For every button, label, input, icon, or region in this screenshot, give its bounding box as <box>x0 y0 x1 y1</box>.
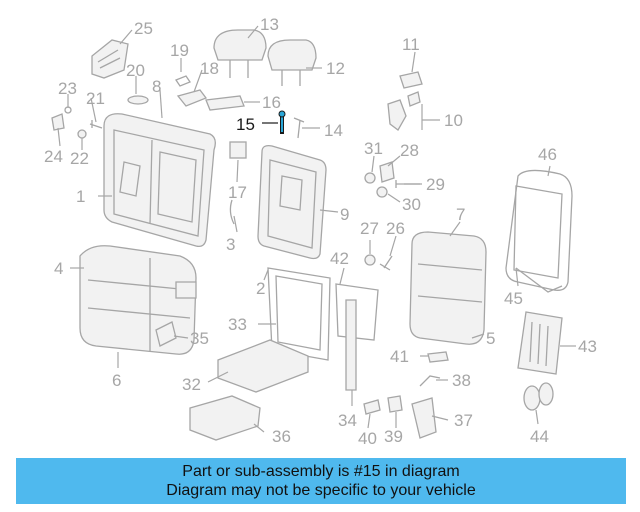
label-part-44[interactable]: 44 <box>530 427 549 446</box>
part-3-clip-drawing <box>229 199 235 225</box>
part-37-bracket-drawing <box>411 397 437 439</box>
part-labels: 25 13 12 19 20 18 8 16 23 21 24 22 11 10… <box>44 15 597 448</box>
part-9-seat-back-drawing <box>257 144 327 260</box>
label-part-38[interactable]: 38 <box>452 371 471 390</box>
part-19-clip-drawing <box>175 75 191 87</box>
part-20-cap-drawing <box>127 95 149 105</box>
label-part-26[interactable]: 26 <box>386 219 405 238</box>
banner-line-disclaimer: Diagram may not be specific to your vehi… <box>166 482 476 499</box>
part-14-guide-drawing <box>293 117 305 139</box>
label-part-31[interactable]: 31 <box>364 139 383 158</box>
label-part-10[interactable]: 10 <box>444 111 463 130</box>
part-10-latch-b-drawing <box>407 91 421 107</box>
part-12-headrest-drawing <box>267 39 317 86</box>
label-part-6[interactable]: 6 <box>112 371 121 390</box>
label-part-43[interactable]: 43 <box>578 337 597 356</box>
part-22-nut-drawing <box>77 129 87 139</box>
label-part-20[interactable]: 20 <box>126 61 145 80</box>
label-part-41[interactable]: 41 <box>390 347 409 366</box>
label-part-32[interactable]: 32 <box>182 375 201 394</box>
part-40-clip-drawing <box>363 399 381 415</box>
part-33-panel-drawing <box>275 275 323 351</box>
banner-line-part: Part or sub-assembly is #15 in diagram <box>182 463 460 480</box>
label-part-15[interactable]: 15 <box>236 115 255 134</box>
label-part-34[interactable]: 34 <box>338 411 357 430</box>
label-part-7[interactable]: 7 <box>456 205 465 224</box>
part-36-frame-drawing <box>189 395 261 441</box>
part-42-panel-drawing <box>335 283 379 341</box>
part-32-pad-drawing <box>217 339 309 393</box>
label-part-28[interactable]: 28 <box>400 141 419 160</box>
label-part-1[interactable]: 1 <box>76 187 85 206</box>
part-16-guide-drawing <box>205 95 245 111</box>
label-part-18[interactable]: 18 <box>200 59 219 78</box>
part-27-nut-drawing <box>364 254 376 266</box>
part-30-nut-drawing <box>376 186 388 198</box>
label-part-11[interactable]: 11 <box>402 35 420 54</box>
part-41-clip-drawing <box>427 351 449 363</box>
label-part-27[interactable]: 27 <box>360 219 379 238</box>
label-part-14[interactable]: 14 <box>324 121 343 140</box>
label-part-5[interactable]: 5 <box>486 329 495 348</box>
part-4-cushion-drawing <box>79 245 197 355</box>
label-part-25[interactable]: 25 <box>134 19 153 38</box>
part-45-wire-drawing <box>515 267 563 293</box>
part-18-bracket-drawing <box>176 89 208 107</box>
label-part-12[interactable]: 12 <box>326 59 345 78</box>
part-10-latch-drawing <box>387 99 407 131</box>
label-part-36[interactable]: 36 <box>272 427 291 446</box>
part-7-bolster-drawing <box>409 231 487 345</box>
part-24-bracket-drawing <box>51 113 65 131</box>
part-31-washer-drawing <box>364 172 376 184</box>
label-part-30[interactable]: 30 <box>402 195 421 214</box>
label-part-17[interactable]: 17 <box>228 183 247 202</box>
label-part-21[interactable]: 21 <box>86 89 105 108</box>
label-part-8[interactable]: 8 <box>152 77 161 96</box>
leader-lines <box>57 25 576 433</box>
part-11-button-drawing <box>399 71 423 89</box>
part-43-pad-drawing <box>517 311 563 375</box>
part-46-frame-drawing <box>505 169 573 291</box>
label-part-42[interactable]: 42 <box>330 249 349 268</box>
part-25-bracket-drawing <box>91 39 129 79</box>
part-17-panel-drawing <box>229 141 247 159</box>
label-part-4[interactable]: 4 <box>54 259 63 278</box>
label-part-33[interactable]: 33 <box>228 315 247 334</box>
label-part-45[interactable]: 45 <box>504 289 523 308</box>
part-13-headrest-drawing <box>213 29 267 78</box>
label-part-35[interactable]: 35 <box>190 329 209 348</box>
part-26-bolt-drawing <box>379 255 393 271</box>
info-banner: Part or sub-assembly is #15 in diagram D… <box>16 458 626 504</box>
label-part-16[interactable]: 16 <box>262 93 281 112</box>
label-part-3[interactable]: 3 <box>226 235 235 254</box>
part-38-rod-drawing <box>419 375 441 387</box>
label-part-19[interactable]: 19 <box>170 41 189 60</box>
label-part-24[interactable]: 24 <box>44 147 63 166</box>
label-part-22[interactable]: 22 <box>70 149 89 168</box>
part-35-bracket-drawing <box>155 321 177 347</box>
part-39-clip-drawing <box>387 395 403 413</box>
label-part-40[interactable]: 40 <box>358 429 377 448</box>
label-part-23[interactable]: 23 <box>58 79 77 98</box>
part-15-guide-drawing <box>278 110 286 134</box>
label-part-29[interactable]: 29 <box>426 175 445 194</box>
part-28-bracket-drawing <box>379 161 395 183</box>
label-part-37[interactable]: 37 <box>454 411 473 430</box>
label-part-39[interactable]: 39 <box>384 427 403 446</box>
part-44-disc-b-drawing <box>538 382 554 406</box>
label-part-46[interactable]: 46 <box>538 145 557 164</box>
part-34-strip-drawing <box>345 299 357 391</box>
part-44-disc-a-drawing <box>523 385 541 411</box>
part-2-panel-drawing <box>267 267 331 361</box>
parts-diagram: 25 13 12 19 20 18 8 16 23 21 24 22 11 10… <box>44 15 597 448</box>
label-part-2[interactable]: 2 <box>256 279 265 298</box>
part-1-seat-back-drawing <box>103 113 216 248</box>
label-part-13[interactable]: 13 <box>260 15 279 34</box>
part-21-bolt-drawing <box>89 120 103 129</box>
label-part-9[interactable]: 9 <box>340 205 349 224</box>
